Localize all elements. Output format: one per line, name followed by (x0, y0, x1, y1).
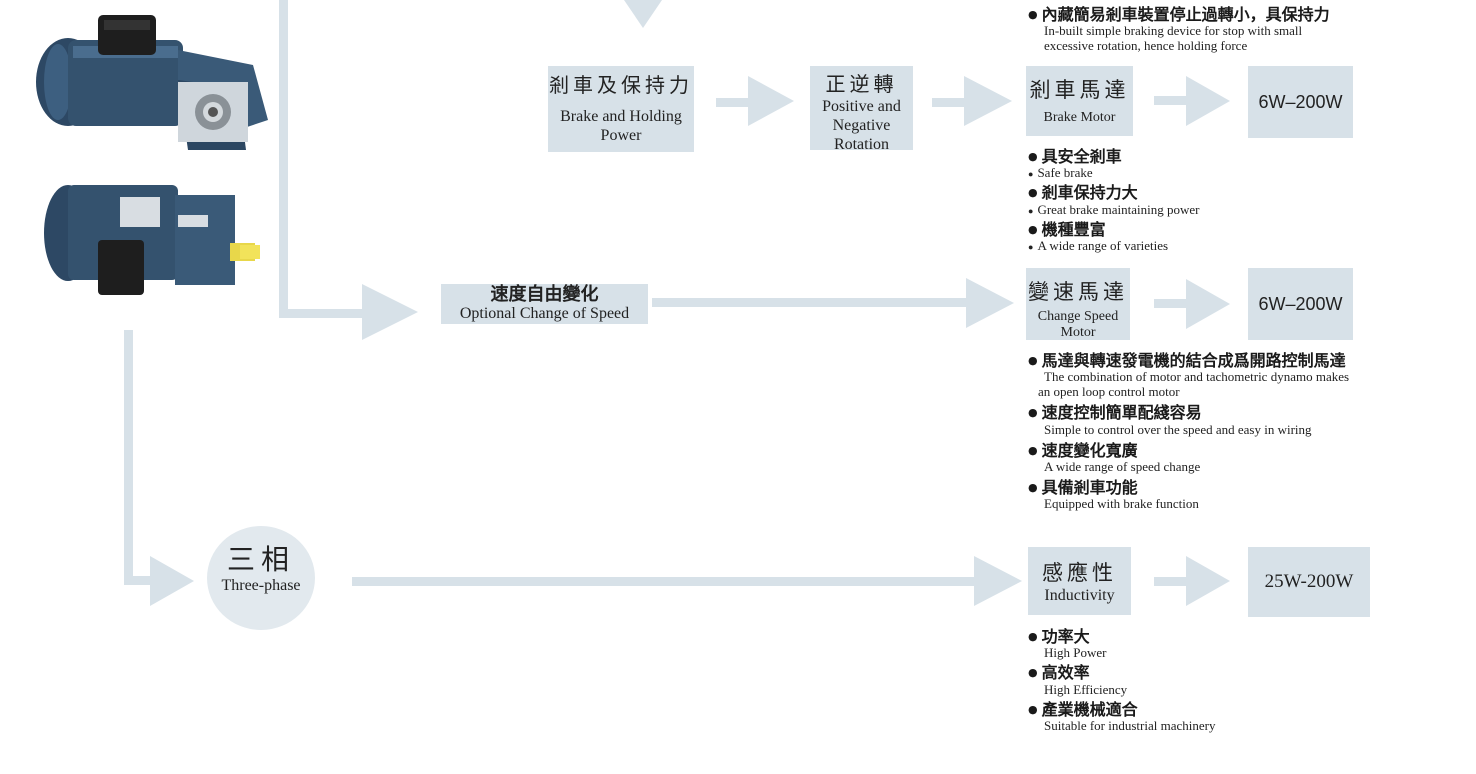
speed-bullet-zh: 馬達與轉速發電機的結合成爲開路控制馬達 (1028, 351, 1349, 370)
brake-bullet-zh: 剎車保持力大 (1028, 183, 1200, 202)
brake-motor-zh: 剎車馬達 (1029, 78, 1130, 102)
brake-bullet-zh: 具安全剎車 (1028, 147, 1200, 166)
list-item: 產業機械適合 Suitable for industrial machinery (1028, 700, 1216, 734)
brakemotor-to-power-arrow (1186, 76, 1230, 126)
brake-bullet-en: ●Great brake maintaining power (1028, 201, 1200, 217)
induct-to-power-arrow (1186, 556, 1230, 606)
speed-change-box: 速度自由變化 Optional Change of Speed (441, 284, 648, 324)
three-phase-circle: 三相 Three-phase (207, 526, 315, 630)
list-item: 功率大 High Power (1028, 627, 1215, 661)
change-speed-power: 6W–200W (1258, 294, 1343, 314)
brake-motor-power-box: 6W–200W (1248, 66, 1353, 138)
list-item: 速度變化寬廣 A wide range of speed change (1028, 441, 1349, 475)
changespeed-to-power-line (1154, 299, 1194, 308)
top-note: 內藏簡易剎車裝置停止過轉小，具保持力 In-built simple braki… (1028, 5, 1330, 54)
threephase-to-induct-arrow (974, 556, 1022, 606)
threephase-to-induct-line (352, 577, 982, 586)
speed-change-zh: 速度自由變化 (490, 284, 599, 305)
brake-motor-power: 6W–200W (1258, 92, 1343, 112)
brake-bullet-en: ●Safe brake (1028, 165, 1093, 181)
induct-bullet-en: High Efficiency (1044, 681, 1128, 697)
changespeed-to-power-arrow (1186, 279, 1230, 329)
inductivity-zh: 感應性 (1042, 561, 1117, 585)
change-speed-power-box: 6W–200W (1248, 268, 1353, 340)
speed-bullet-en: Equipped with brake function (1044, 496, 1199, 512)
brake-to-pos-line (716, 98, 760, 107)
three-phase-zh: 三相 (226, 543, 295, 576)
induct-bullet-zh: 高效率 (1028, 663, 1215, 682)
change-speed-motor-zh: 變速馬達 (1028, 280, 1128, 304)
induct-bullet-list: 功率大 High Power 高效率 High Efficiency 產業機械適… (1028, 627, 1216, 734)
inductivity-box: 感應性 Inductivity (1028, 547, 1131, 615)
speed-bullet-list: 馬達與轉速發電機的結合成爲開路控制馬達 The combination of m… (1028, 351, 1350, 512)
speed-bullet-en: an open loop control motor (1038, 384, 1180, 400)
lower-vertical-line (124, 330, 133, 585)
list-item: 剎車保持力大 ●Great brake maintaining power (1028, 183, 1200, 217)
three-phase-en: Three-phase (221, 577, 301, 594)
speed-bullet-zh: 速度變化寬廣 (1028, 441, 1349, 460)
speed-to-motor-arrow (966, 278, 1014, 328)
change-speed-motor-box: 變速馬達 Change Speed Motor (1026, 268, 1130, 340)
top-note-en-1: In-built simple braking device for stop … (1044, 23, 1303, 39)
inductivity-power-box: 25W-200W (1248, 547, 1370, 617)
brakemotor-to-power-line (1154, 96, 1194, 105)
induct-bullet-en: High Power (1044, 645, 1107, 661)
speed-branch-line (279, 309, 374, 318)
top-arrow-head (624, 0, 662, 28)
brake-holding-zh: 剎車及保持力 (549, 73, 693, 97)
brake-to-pos-arrow (748, 76, 794, 126)
speed-change-en: Optional Change of Speed (459, 305, 630, 322)
induct-to-power-line (1154, 577, 1194, 586)
change-speed-motor-en-2: Motor (1060, 325, 1096, 340)
list-item: 速度控制簡單配綫容易 Simple to control over the sp… (1028, 403, 1349, 437)
brake-motor-en: Brake Motor (1043, 110, 1116, 125)
induct-bullet-zh: 功率大 (1028, 627, 1215, 646)
speed-branch-arrow (362, 284, 418, 340)
list-item: 馬達與轉速發電機的結合成爲開路控制馬達 The combination of m… (1028, 351, 1350, 400)
speed-bullet-zh: 具備剎車功能 (1028, 478, 1349, 497)
threephase-branch-line (124, 576, 164, 585)
list-item: 機種豐富 ●A wide range of varieties (1028, 220, 1200, 254)
brake-holding-en-2: Power (600, 127, 642, 144)
brake-holding-box: 剎車及保持力 Brake and Holding Power (548, 66, 694, 152)
list-item: 具安全剎車 ●Safe brake (1028, 147, 1200, 181)
brake-motor-box: 剎車馬達 Brake Motor (1026, 66, 1133, 136)
list-item: 具備剎車功能 Equipped with brake function (1028, 478, 1349, 512)
pos-neg-en-1: Positive and (822, 98, 901, 115)
pos-neg-en-3: Rotation (833, 136, 890, 153)
list-item: 高效率 High Efficiency (1028, 663, 1215, 697)
threephase-branch-arrow (150, 556, 194, 606)
pos-neg-zh: 正逆轉 (825, 72, 898, 96)
brake-bullet-list: 具安全剎車 ●Safe brake 剎車保持力大 ●Great brake ma… (1028, 147, 1200, 254)
speed-bullet-zh: 速度控制簡單配綫容易 (1028, 403, 1349, 422)
brake-holding-en-1: Brake and Holding (560, 108, 682, 125)
inductivity-en: Inductivity (1044, 587, 1115, 604)
speed-bullet-en: Simple to control over the speed and eas… (1044, 421, 1312, 437)
speed-bullet-en: A wide range of speed change (1044, 458, 1201, 474)
inductivity-power: 25W-200W (1264, 571, 1354, 592)
speed-bullet-en: The combination of motor and tachometric… (1044, 369, 1350, 385)
brake-bullet-en: ●A wide range of varieties (1028, 238, 1169, 254)
brake-motor-image (36, 15, 268, 150)
top-note-en-2: excessive rotation, hence holding force (1044, 38, 1248, 54)
speed-to-motor-line (652, 298, 972, 307)
change-speed-motor-en-1: Change Speed (1037, 309, 1119, 324)
pos-neg-box: 正逆轉 Positive and Negative Rotation (810, 66, 913, 153)
speed-motor-image (44, 185, 260, 295)
pos-to-brakemotor-arrow (964, 76, 1012, 126)
main-vertical-line (279, 0, 288, 318)
induct-bullet-zh: 產業機械適合 (1028, 700, 1215, 719)
pos-neg-en-2: Negative (832, 117, 891, 134)
induct-bullet-en: Suitable for industrial machinery (1044, 718, 1216, 734)
pos-to-brakemotor-line (932, 98, 968, 107)
brake-bullet-zh: 機種豐富 (1028, 220, 1200, 239)
top-note-zh: 內藏簡易剎車裝置停止過轉小，具保持力 (1028, 5, 1330, 24)
